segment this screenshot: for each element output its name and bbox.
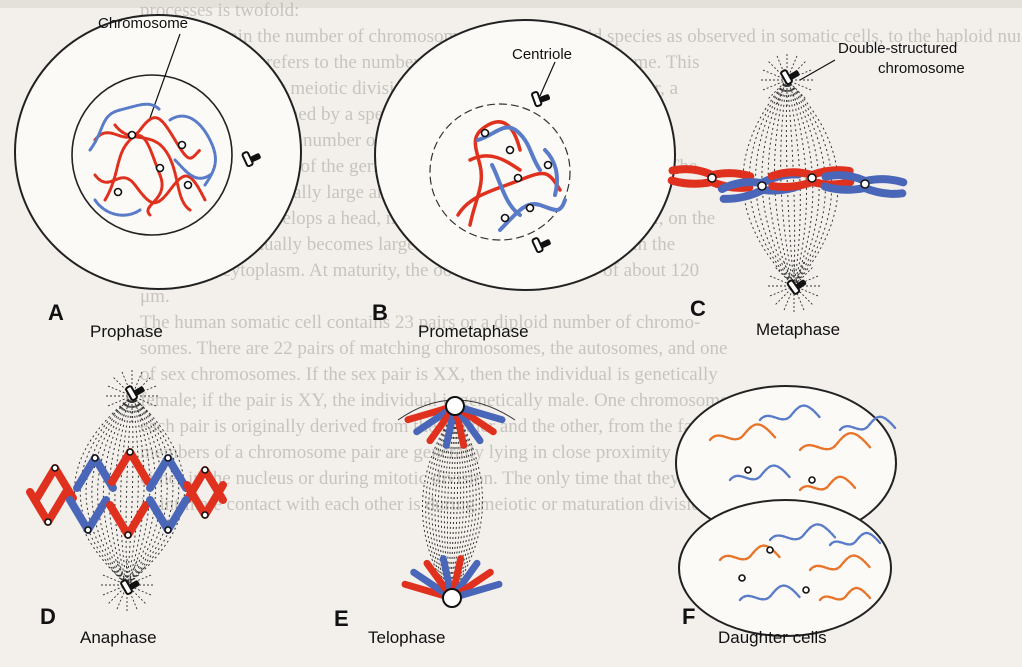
- anaphase-chromosome: [187, 485, 223, 515]
- stage-label-telophase: Telophase: [368, 628, 446, 648]
- anaphase-chromosome: [150, 500, 186, 530]
- aster-ray: [107, 588, 124, 605]
- centromere: [708, 174, 717, 183]
- aster-ray: [796, 260, 805, 282]
- centromere: [803, 587, 809, 593]
- panel-letter-f: F: [682, 604, 695, 630]
- centrosome: [446, 397, 464, 415]
- centriole: [780, 65, 801, 85]
- aster-ray: [776, 84, 785, 106]
- centromere: [129, 132, 136, 139]
- centromere: [92, 455, 98, 461]
- centromere: [52, 465, 58, 471]
- centromere: [202, 467, 208, 473]
- panel-letter-a: A: [48, 300, 64, 326]
- stage-label-prometaphase: Prometaphase: [418, 322, 529, 342]
- aster-ray: [106, 385, 128, 394]
- centromere: [85, 527, 91, 533]
- anaphase-chromosome: [77, 458, 113, 488]
- centrosome: [443, 589, 461, 607]
- centromere: [515, 175, 522, 182]
- spindle-fiber: [103, 396, 132, 585]
- stage-label-prophase: Prophase: [90, 322, 163, 342]
- daughter-cell-lower: [679, 500, 891, 636]
- callout-chromosome-2: chromosome: [878, 60, 965, 77]
- panel-letter-b: B: [372, 300, 388, 326]
- cell-membrane-a: [15, 15, 301, 289]
- aster-ray: [798, 288, 820, 297]
- centromere: [179, 142, 186, 149]
- centromere: [745, 467, 751, 473]
- panel-letter-c: C: [690, 296, 706, 322]
- centromere: [502, 215, 509, 222]
- centromere: [808, 174, 816, 182]
- centromere: [157, 165, 164, 172]
- panel-letter-d: D: [40, 604, 56, 630]
- stage-label-metaphase: Metaphase: [756, 320, 840, 340]
- callout-chromosome: Chromosome: [98, 15, 188, 32]
- stage-label-daughter-cells: Daughter cells: [718, 628, 827, 648]
- anaphase-chromosome: [30, 492, 66, 522]
- aster-ray: [783, 290, 792, 312]
- spindle-fiber: [127, 396, 138, 585]
- centromere: [127, 449, 133, 455]
- centromere: [45, 519, 51, 525]
- aster-ray: [101, 587, 123, 596]
- centromere: [809, 477, 815, 483]
- aster-ray: [761, 69, 783, 78]
- centromere: [739, 575, 745, 581]
- centromere: [861, 180, 870, 189]
- centromere: [115, 189, 122, 196]
- centromere: [482, 130, 489, 137]
- callout-double-structured: Double-structured: [838, 40, 957, 57]
- centromere: [125, 532, 131, 538]
- centromere: [165, 455, 171, 461]
- callout-line-double: [800, 60, 835, 80]
- centromere: [527, 205, 534, 212]
- centromere: [185, 182, 192, 189]
- anaphase-chromosome: [150, 458, 186, 488]
- aster-ray: [768, 288, 790, 297]
- panel-letter-e: E: [334, 606, 349, 632]
- spindle-fiber: [80, 396, 132, 585]
- aster-ray: [116, 559, 125, 581]
- aster-ray: [116, 589, 125, 611]
- centromere: [202, 512, 208, 518]
- centromere: [165, 527, 171, 533]
- aster-ray: [774, 289, 791, 306]
- aster-ray: [134, 400, 143, 422]
- spindle-fiber: [86, 396, 132, 585]
- centriole: [125, 381, 146, 401]
- centromere: [507, 147, 514, 154]
- spindle-fiber: [127, 396, 150, 585]
- centromere: [767, 547, 773, 553]
- centromere: [545, 162, 552, 169]
- centromere: [757, 181, 766, 190]
- callout-centriole: Centriole: [512, 46, 572, 63]
- anaphase-chromosome: [70, 500, 106, 530]
- stage-label-anaphase: Anaphase: [80, 628, 157, 648]
